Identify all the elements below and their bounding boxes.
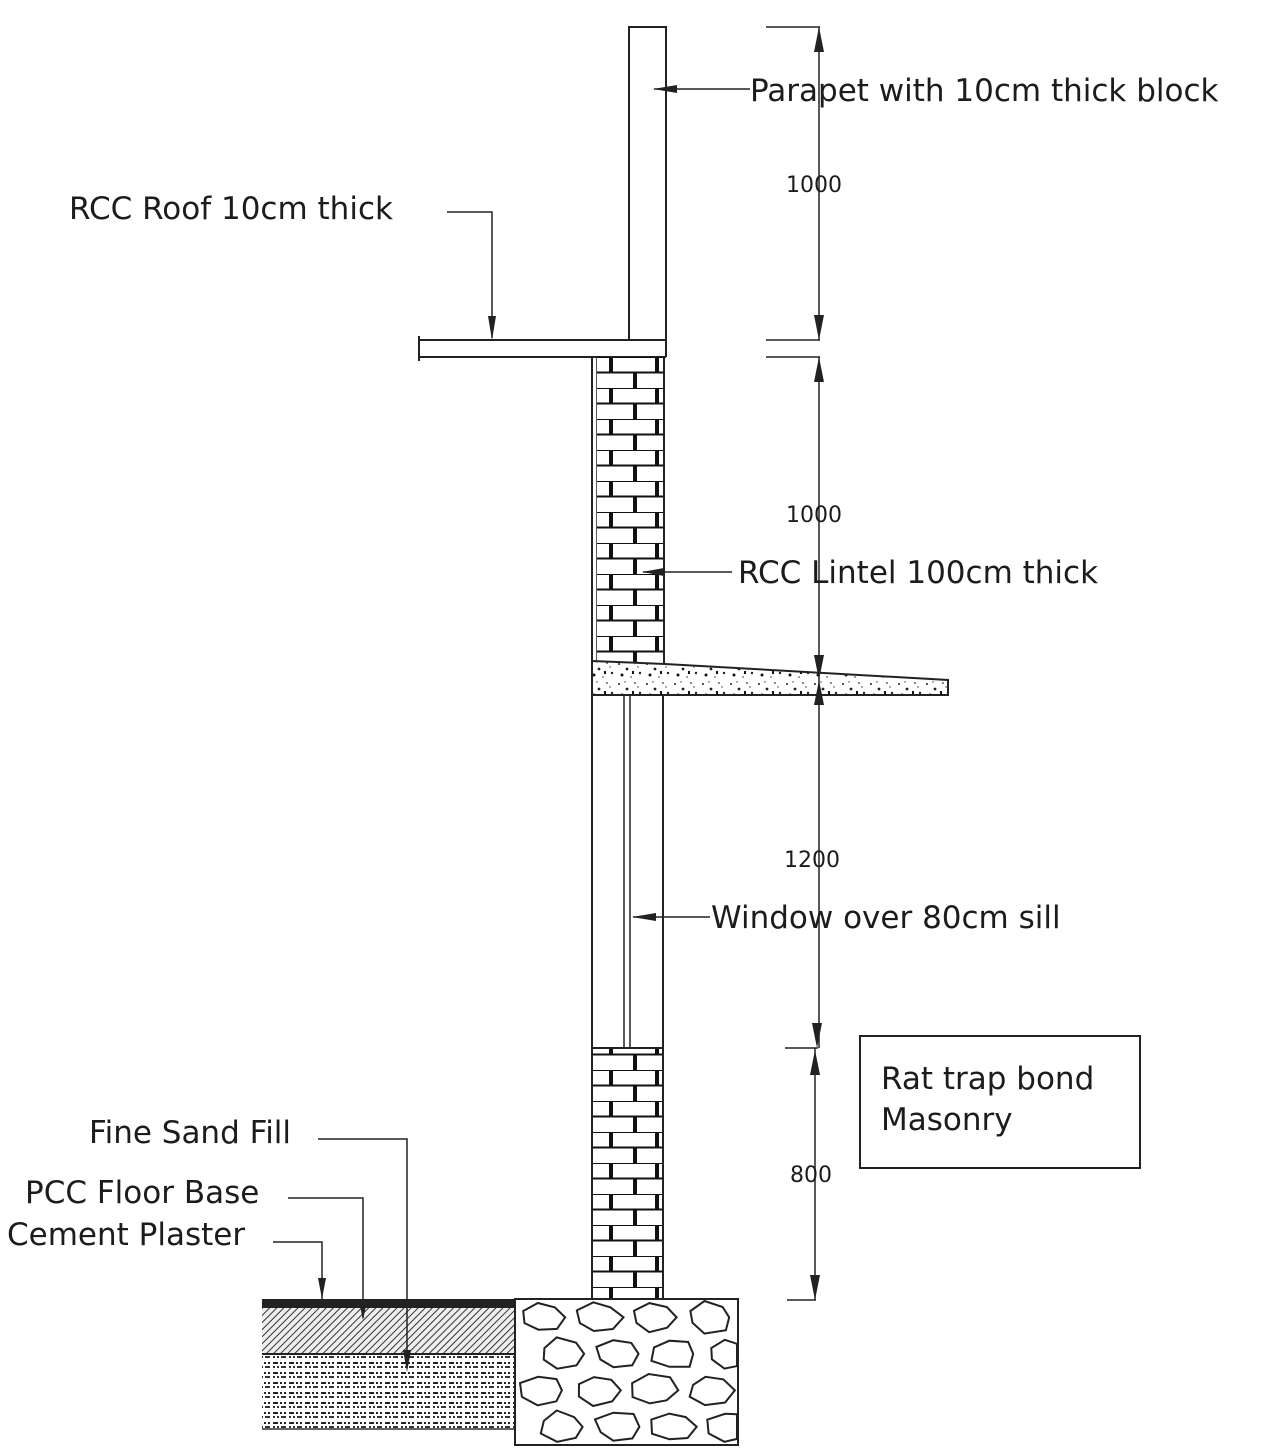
callout-parapet: Parapet with 10cm thick block [750,73,1219,109]
dim-sill-height: 800 [790,1163,832,1188]
rcc-lintel-sunshade [591,659,949,696]
callout-lintel: RCC Lintel 100cm thick [738,555,1098,591]
rubble-stone [575,1301,625,1333]
dim-window-height: 1200 [784,848,840,873]
callout-roof: RCC Roof 10cm thick [69,191,393,227]
rubble-stone [522,1301,567,1331]
rubble-stone [595,1339,640,1369]
parapet-block [628,26,667,341]
pcc-floor-base-layer [262,1308,515,1354]
rubble-stone [688,1375,737,1407]
rubble-stone [539,1409,584,1443]
masonry-legend-box: Rat trap bond Masonry [859,1035,1141,1169]
rubble-stone [631,1372,680,1405]
lower-brick-masonry [591,1047,664,1301]
upper-brick-masonry [591,357,665,663]
rubble-stone [650,1339,695,1368]
rubble-stone [632,1302,678,1334]
rubble-stone [577,1376,623,1408]
cement-plaster-layer [262,1299,515,1308]
rubble-stone [542,1336,586,1370]
callout-pcc-base: PCC Floor Base [25,1175,259,1211]
rubble-stone [593,1411,641,1442]
window-frame [591,695,664,1048]
rubble-stone-foundation [514,1298,739,1446]
rubble-stone [689,1299,731,1335]
callout-leaders [273,85,750,1372]
rubble-stone [710,1338,738,1370]
callout-fine-sand: Fine Sand Fill [89,1115,291,1151]
dimension-lines [766,26,824,1301]
callout-cement-plaster: Cement Plaster [7,1217,245,1253]
rubble-stone [706,1412,738,1443]
dim-lintel-to-roof: 1000 [786,503,842,528]
rubble-stone [650,1412,699,1441]
dim-parapet-height: 1000 [786,173,842,198]
callout-window: Window over 80cm sill [711,900,1061,936]
fine-sand-fill-layer [262,1355,515,1429]
legend-line-1: Rat trap bond [881,1061,1094,1097]
rubble-stone [518,1375,564,1407]
legend-line-2: Masonry [881,1102,1013,1138]
